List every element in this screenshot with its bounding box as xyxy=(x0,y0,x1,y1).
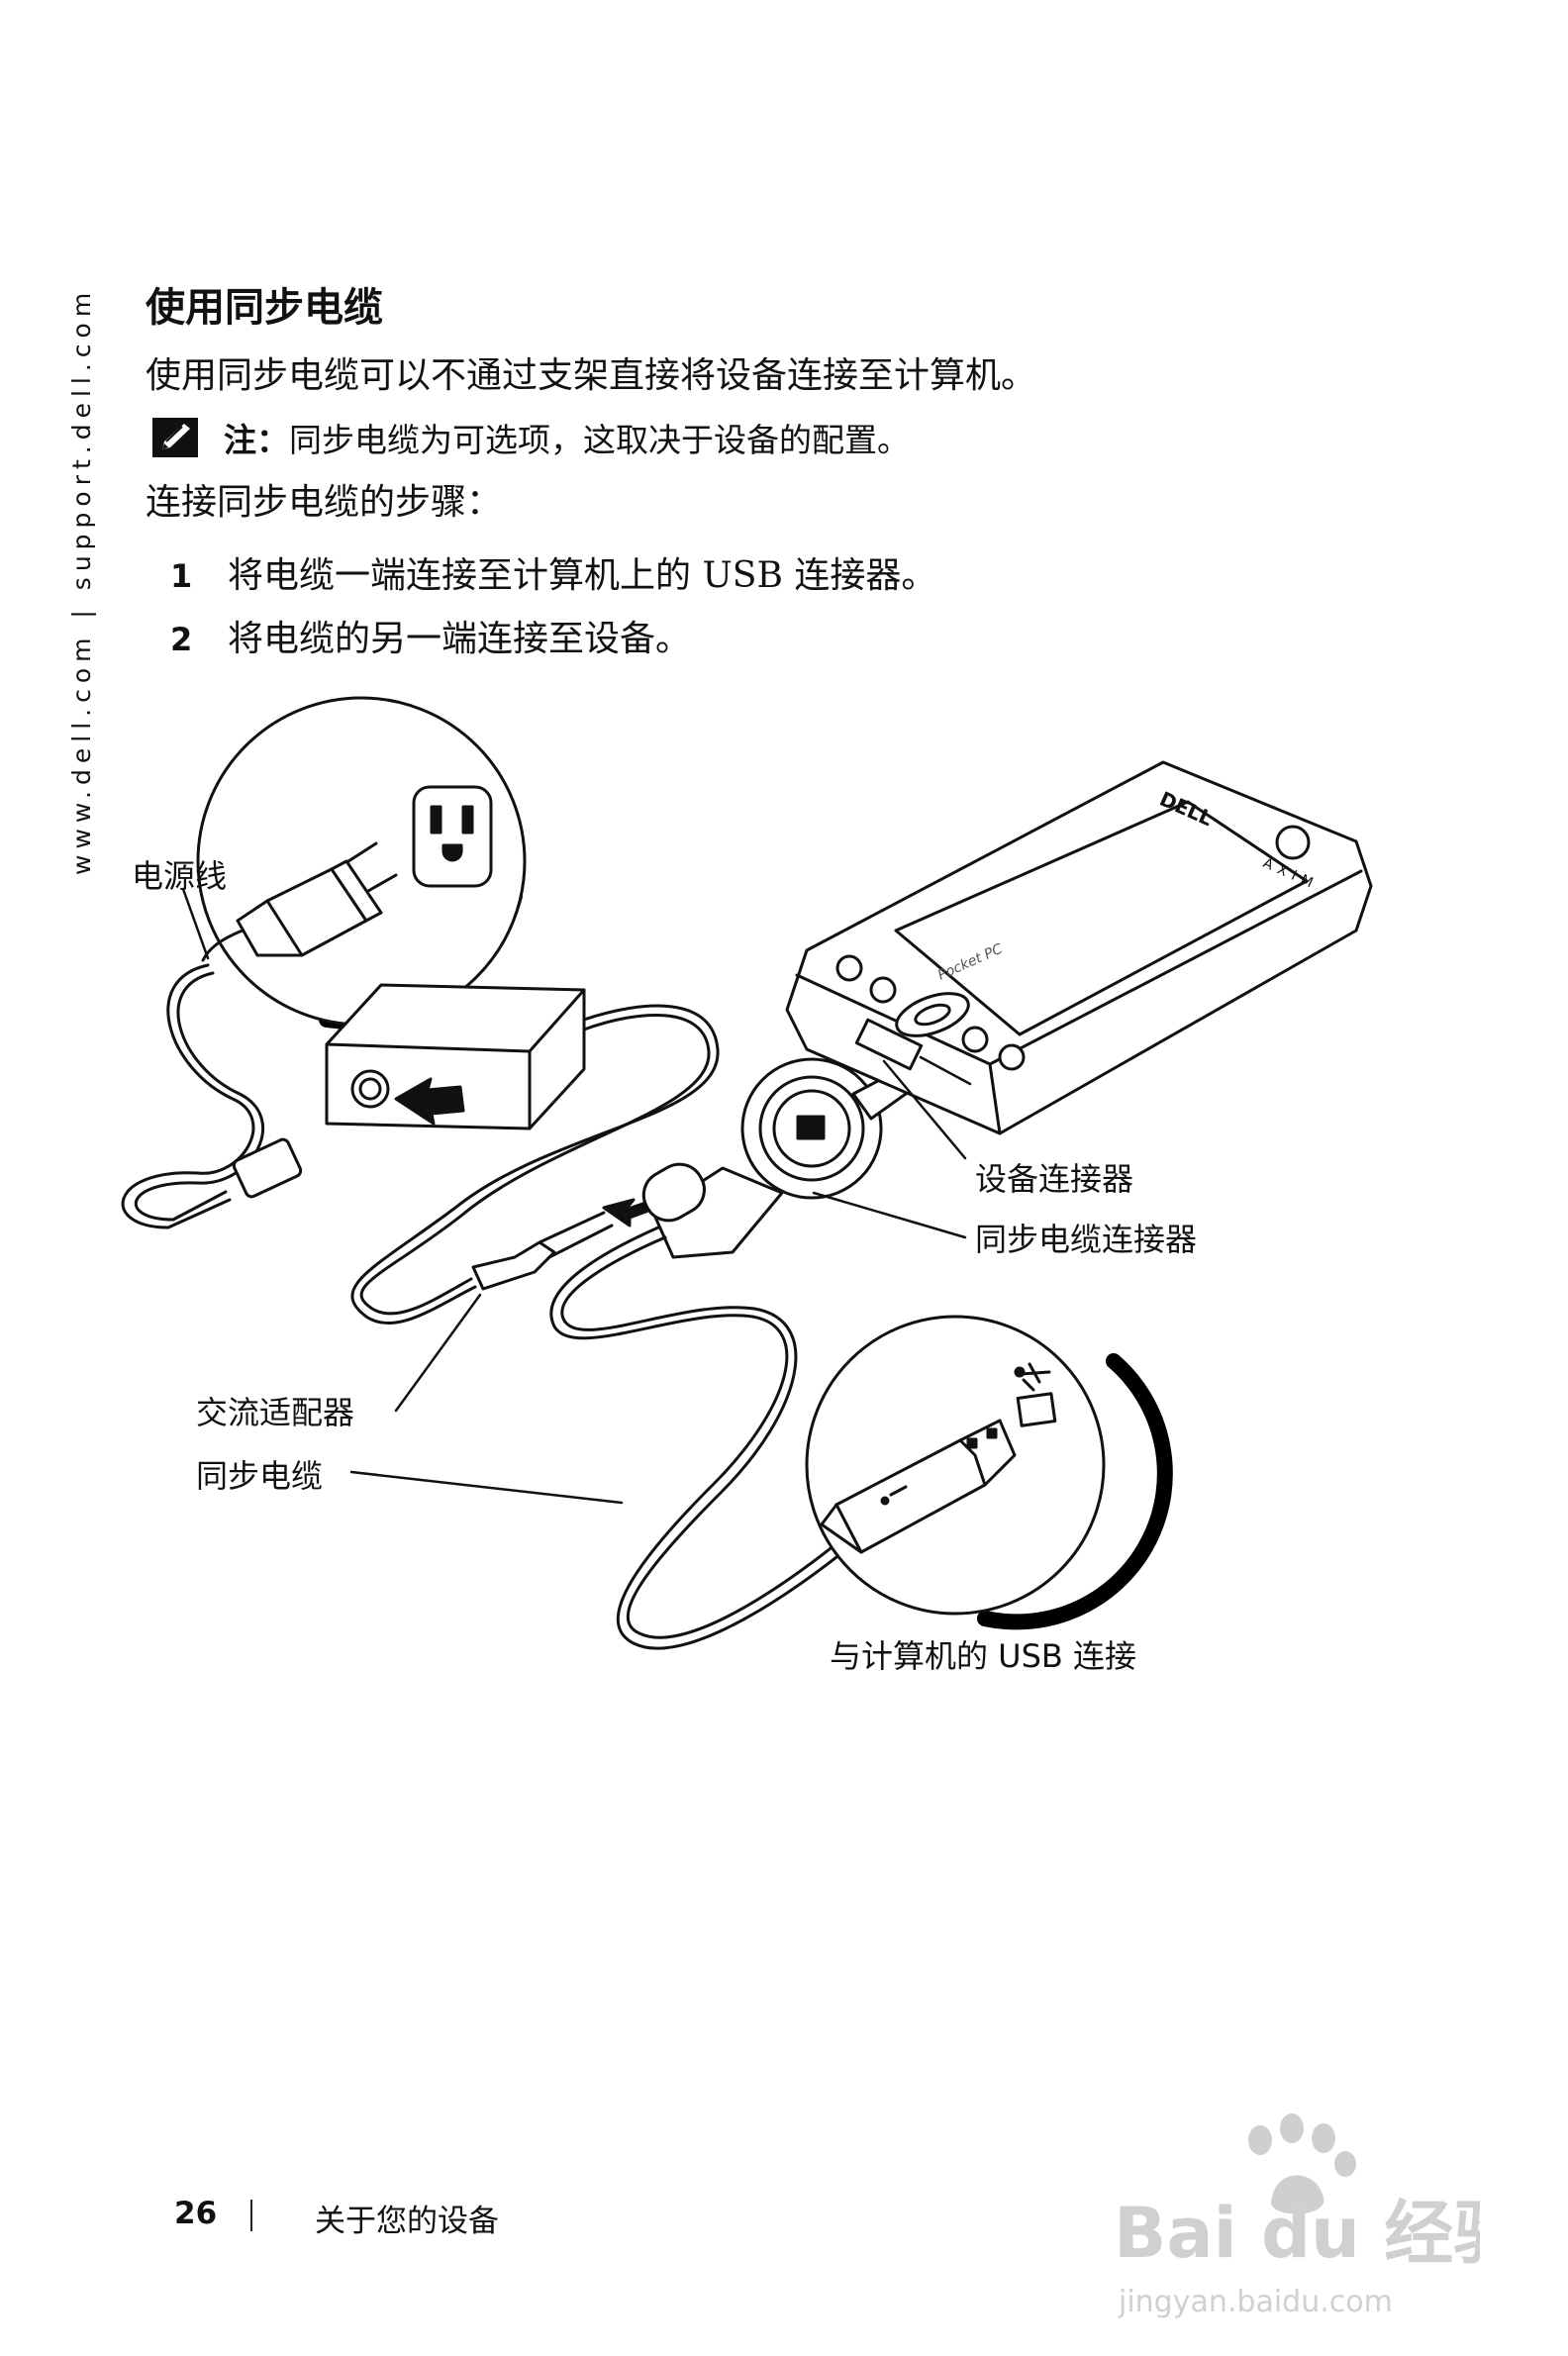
note-text: 同步电缆为可选项，这取决于设备的配置。 xyxy=(289,421,910,459)
usb-magnifier xyxy=(805,1315,1173,1630)
intro-paragraph: 使用同步电缆可以不通过支架直接将设备连接至计算机。 xyxy=(146,355,1037,396)
power-plug-magnifier xyxy=(196,696,527,1030)
callout-sync-cable-connector: 同步电缆连接器 xyxy=(975,1221,1198,1258)
footer-divider xyxy=(250,2200,252,2231)
pocket-pc-device-icon: DELL AXIM Pocket PC xyxy=(785,760,1373,1135)
step-item: 2 将电缆的另一端连接至设备。 xyxy=(170,610,691,661)
usb-plug-icon xyxy=(820,1419,1017,1554)
footer-chapter-title: 关于您的设备 xyxy=(315,2204,499,2239)
steps-heading: 连接同步电缆的步骤： xyxy=(146,482,503,523)
cord-ferrite-icon xyxy=(232,1137,303,1199)
watermark-url: jingyan.baidu.com xyxy=(1118,2285,1393,2319)
watermark-brand: Bai du 经验 xyxy=(1114,2193,1480,2274)
page-number: 26 xyxy=(174,2196,218,2231)
sync-cable-illustration: DELL AXIM Pocket PC xyxy=(121,696,1373,1650)
callout-leaders xyxy=(181,887,972,1505)
note: 注： 同步电缆为可选项，这取决于设备的配置。 xyxy=(152,416,910,459)
ac-adapter-icon xyxy=(325,983,586,1130)
callout-power-cord: 电源线 xyxy=(132,857,228,895)
barrel-plug-icon xyxy=(471,1211,614,1291)
section-title: 使用同步电缆 xyxy=(146,285,383,331)
power-plug-icon xyxy=(236,841,398,957)
callout-sync-cable: 同步电缆 xyxy=(196,1457,324,1495)
usb-symbol-icon xyxy=(1014,1362,1051,1392)
paw-logo-icon xyxy=(1248,2113,1356,2214)
arrow-icon xyxy=(394,1077,465,1126)
note-label: 注： xyxy=(224,421,289,459)
step-text: 将电缆一端连接至计算机上的 USB 连接器。 xyxy=(228,555,937,596)
baidu-watermark: Bai du 经验 jingyan.baidu.com xyxy=(1114,2113,1480,2319)
callout-ac-adapter: 交流适配器 xyxy=(196,1394,355,1431)
step-text: 将电缆的另一端连接至设备。 xyxy=(228,619,692,659)
callout-device-connector: 设备连接器 xyxy=(975,1160,1134,1198)
step-number: 1 xyxy=(170,557,193,595)
step-number: 2 xyxy=(170,621,193,658)
step-item: 1 将电缆一端连接至计算机上的 USB 连接器。 xyxy=(170,546,936,598)
callout-usb-connection: 与计算机的 USB 连接 xyxy=(830,1637,1137,1675)
pencil-note-icon xyxy=(152,418,198,457)
sync-cable-connector-icon xyxy=(641,1057,908,1259)
wall-outlet-icon xyxy=(412,785,493,888)
